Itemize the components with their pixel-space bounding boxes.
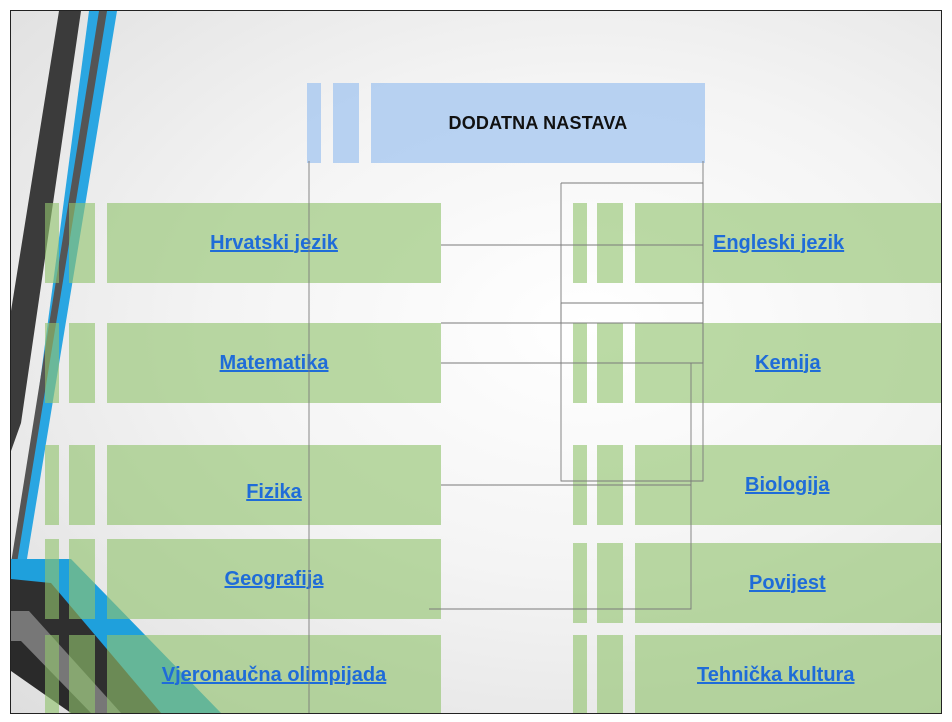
slide: DODATNA NASTAVA Hrvatski jezik Matematik…	[10, 10, 942, 714]
accent-square	[45, 203, 59, 283]
accent-square	[45, 323, 59, 403]
link-matematika[interactable]: Matematika	[219, 351, 329, 374]
link-geografija[interactable]: Geografija	[224, 567, 324, 590]
accent-square	[69, 445, 95, 525]
link-vjeronaucna-olimpijada[interactable]: Vjeronaučna olimpijada	[161, 663, 387, 686]
accent-square	[597, 203, 623, 283]
link-fizika[interactable]: Fizika	[246, 480, 302, 503]
accent-square	[45, 445, 59, 525]
right-item-box: Biologija	[635, 445, 941, 525]
accent-square	[69, 203, 95, 283]
blue-stripe-top	[15, 11, 117, 571]
gray-stripe-bottom	[11, 611, 121, 713]
accent-square	[45, 539, 59, 619]
link-povijest[interactable]: Povijest	[749, 571, 826, 594]
left-item-box: Vjeronaučna olimpijada	[107, 635, 441, 713]
link-biologija[interactable]: Biologija	[745, 473, 830, 496]
right-item-box: Povijest	[635, 543, 941, 623]
accent-square	[69, 635, 95, 713]
accent-square	[597, 445, 623, 525]
link-tehnicka-kultura[interactable]: Tehnička kultura	[697, 663, 855, 686]
accent-square	[573, 323, 587, 403]
left-item-box: Fizika	[107, 445, 441, 525]
accent-square	[573, 635, 587, 713]
left-item-box: Geografija	[107, 539, 441, 619]
page-title: DODATNA NASTAVA	[448, 112, 628, 133]
link-engleski-jezik[interactable]: Engleski jezik	[713, 231, 845, 254]
accent-square	[597, 323, 623, 403]
title-accent-square-2	[333, 83, 359, 163]
accent-square	[69, 539, 95, 619]
accent-square	[573, 203, 587, 283]
accent-square	[597, 543, 623, 623]
accent-square	[573, 445, 587, 525]
link-kemija[interactable]: Kemija	[755, 351, 821, 374]
link-hrvatski-jezik[interactable]: Hrvatski jezik	[210, 231, 338, 254]
right-item-box: Engleski jezik	[635, 203, 941, 283]
accent-square	[573, 543, 587, 623]
accent-square	[597, 635, 623, 713]
title-box: DODATNA NASTAVA	[371, 83, 705, 163]
right-item-box: Tehnička kultura	[635, 635, 941, 713]
left-item-box: Hrvatski jezik	[107, 203, 441, 283]
accent-square	[45, 635, 59, 713]
right-item-box: Kemija	[635, 323, 941, 403]
left-item-box: Matematika	[107, 323, 441, 403]
accent-square	[69, 323, 95, 403]
title-accent-square-1	[307, 83, 321, 163]
